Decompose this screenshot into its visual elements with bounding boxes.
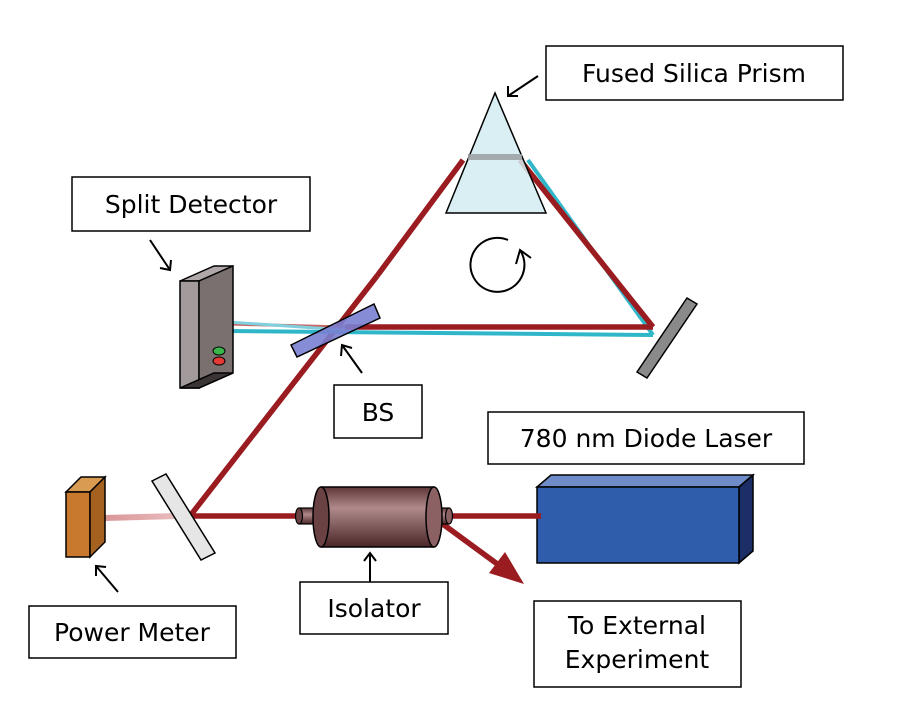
label-isolator: Isolator [299,581,449,635]
label-power-meter: Power Meter [28,605,237,659]
pointer-prism [507,75,539,97]
beam-cavity-left-leg [374,158,466,278]
label-split-detector-text: Split Detector [105,190,278,219]
pointer-power-meter [95,564,119,593]
steering-mirror [150,473,217,561]
beam-paths [104,158,656,584]
beam-output [438,519,502,569]
beam-input-to-cavity [187,274,380,518]
label-bs: BS [333,384,423,439]
circular-arrow-icon [469,236,532,293]
beam-to-power-meter [104,513,179,521]
label-external-line2: Experiment [565,645,710,674]
cavity-mirror [635,296,699,380]
label-prism: Fused Silica Prism [545,45,844,101]
pointer-isolator [363,551,377,582]
diode-laser [534,473,756,565]
fused-silica-prism [444,91,548,214]
red-led-icon [212,356,226,366]
label-isolator-text: Isolator [327,594,421,623]
beam-red-right-leg [517,158,656,329]
label-bs-text: BS [362,398,395,427]
pointer-arrows [95,75,539,593]
beam-cyan-bottom-leg [227,329,654,337]
label-power-meter-text: Power Meter [54,618,211,647]
split-detector [179,264,234,390]
green-led-icon [212,346,226,356]
label-laser-text: 780 nm Diode Laser [520,424,773,453]
label-external-line1: To External [567,611,706,640]
label-external-experiment: To External Experiment [533,600,742,688]
power-meter [64,475,107,559]
label-laser: 780 nm Diode Laser [487,411,805,465]
isolator [294,486,454,548]
pointer-split-detector [149,239,172,272]
label-split-detector: Split Detector [71,176,311,232]
output-arrowhead [489,552,524,584]
pointer-bs [340,343,363,374]
beamsplitter [289,302,381,358]
label-prism-text: Fused Silica Prism [582,59,806,88]
